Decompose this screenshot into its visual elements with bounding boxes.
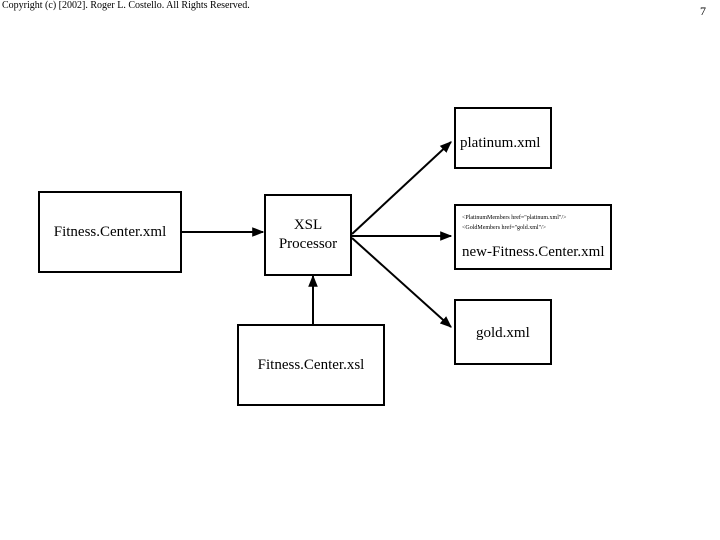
platinum-output-box: platinum.xml — [454, 107, 552, 169]
input-xml-label: Fitness.Center.xml — [53, 223, 167, 240]
processor-label-line1: XSL — [293, 217, 323, 233]
stylesheet-box: Fitness.Center.xsl — [237, 324, 385, 406]
copyright-notice: Copyright (c) [2002]. Roger L. Costello.… — [2, 0, 250, 11]
gold-output-box: gold.xml — [454, 299, 552, 365]
main-output-box: <PlatinumMembers href="platinum.xml"/> <… — [454, 204, 612, 270]
input-xml-box: Fitness.Center.xml — [38, 191, 182, 273]
xsl-processor-box: XSL Processor — [264, 194, 352, 276]
arrow-processor-to-platinum — [351, 141, 452, 235]
platinum-output-label: platinum.xml — [460, 135, 541, 151]
main-output-code-line1: <PlatinumMembers href="platinum.xml"/> — [462, 215, 567, 221]
stylesheet-label: Fitness.Center.xsl — [257, 356, 365, 373]
page-number: 7 — [700, 4, 706, 18]
main-output-label: new-Fitness.Center.xml — [462, 244, 605, 260]
processor-label-line2: Processor — [278, 236, 338, 252]
main-output-code-line2: <GoldMembers href="gold.xml"/> — [462, 225, 547, 231]
gold-output-label: gold.xml — [476, 325, 530, 341]
arrow-processor-to-gold — [351, 237, 452, 328]
